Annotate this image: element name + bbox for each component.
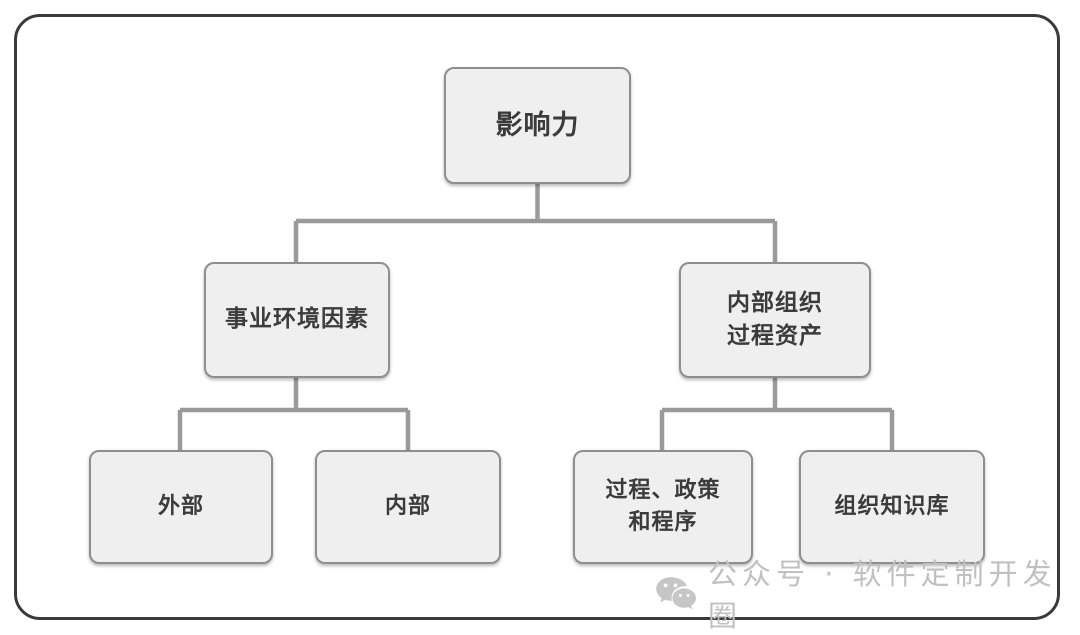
node-organizational-process-assets[interactable]: 内部组织 过程资产 — [679, 262, 871, 378]
node-organizational-knowledge-base[interactable]: 组织知识库 — [799, 450, 985, 564]
wechat-icon — [656, 577, 696, 610]
node-root-influence[interactable]: 影响力 — [444, 67, 631, 184]
node-external[interactable]: 外部 — [89, 450, 273, 564]
node-process-policy-procedure[interactable]: 过程、政策 和程序 — [573, 450, 753, 564]
node-enterprise-environmental-factors[interactable]: 事业环境因素 — [204, 262, 390, 378]
watermark: 公众号 · 软件定制开发圈 — [655, 557, 1080, 633]
watermark-text: 公众号 · 软件定制开发圈 — [708, 557, 1057, 633]
node-internal[interactable]: 内部 — [315, 450, 501, 564]
